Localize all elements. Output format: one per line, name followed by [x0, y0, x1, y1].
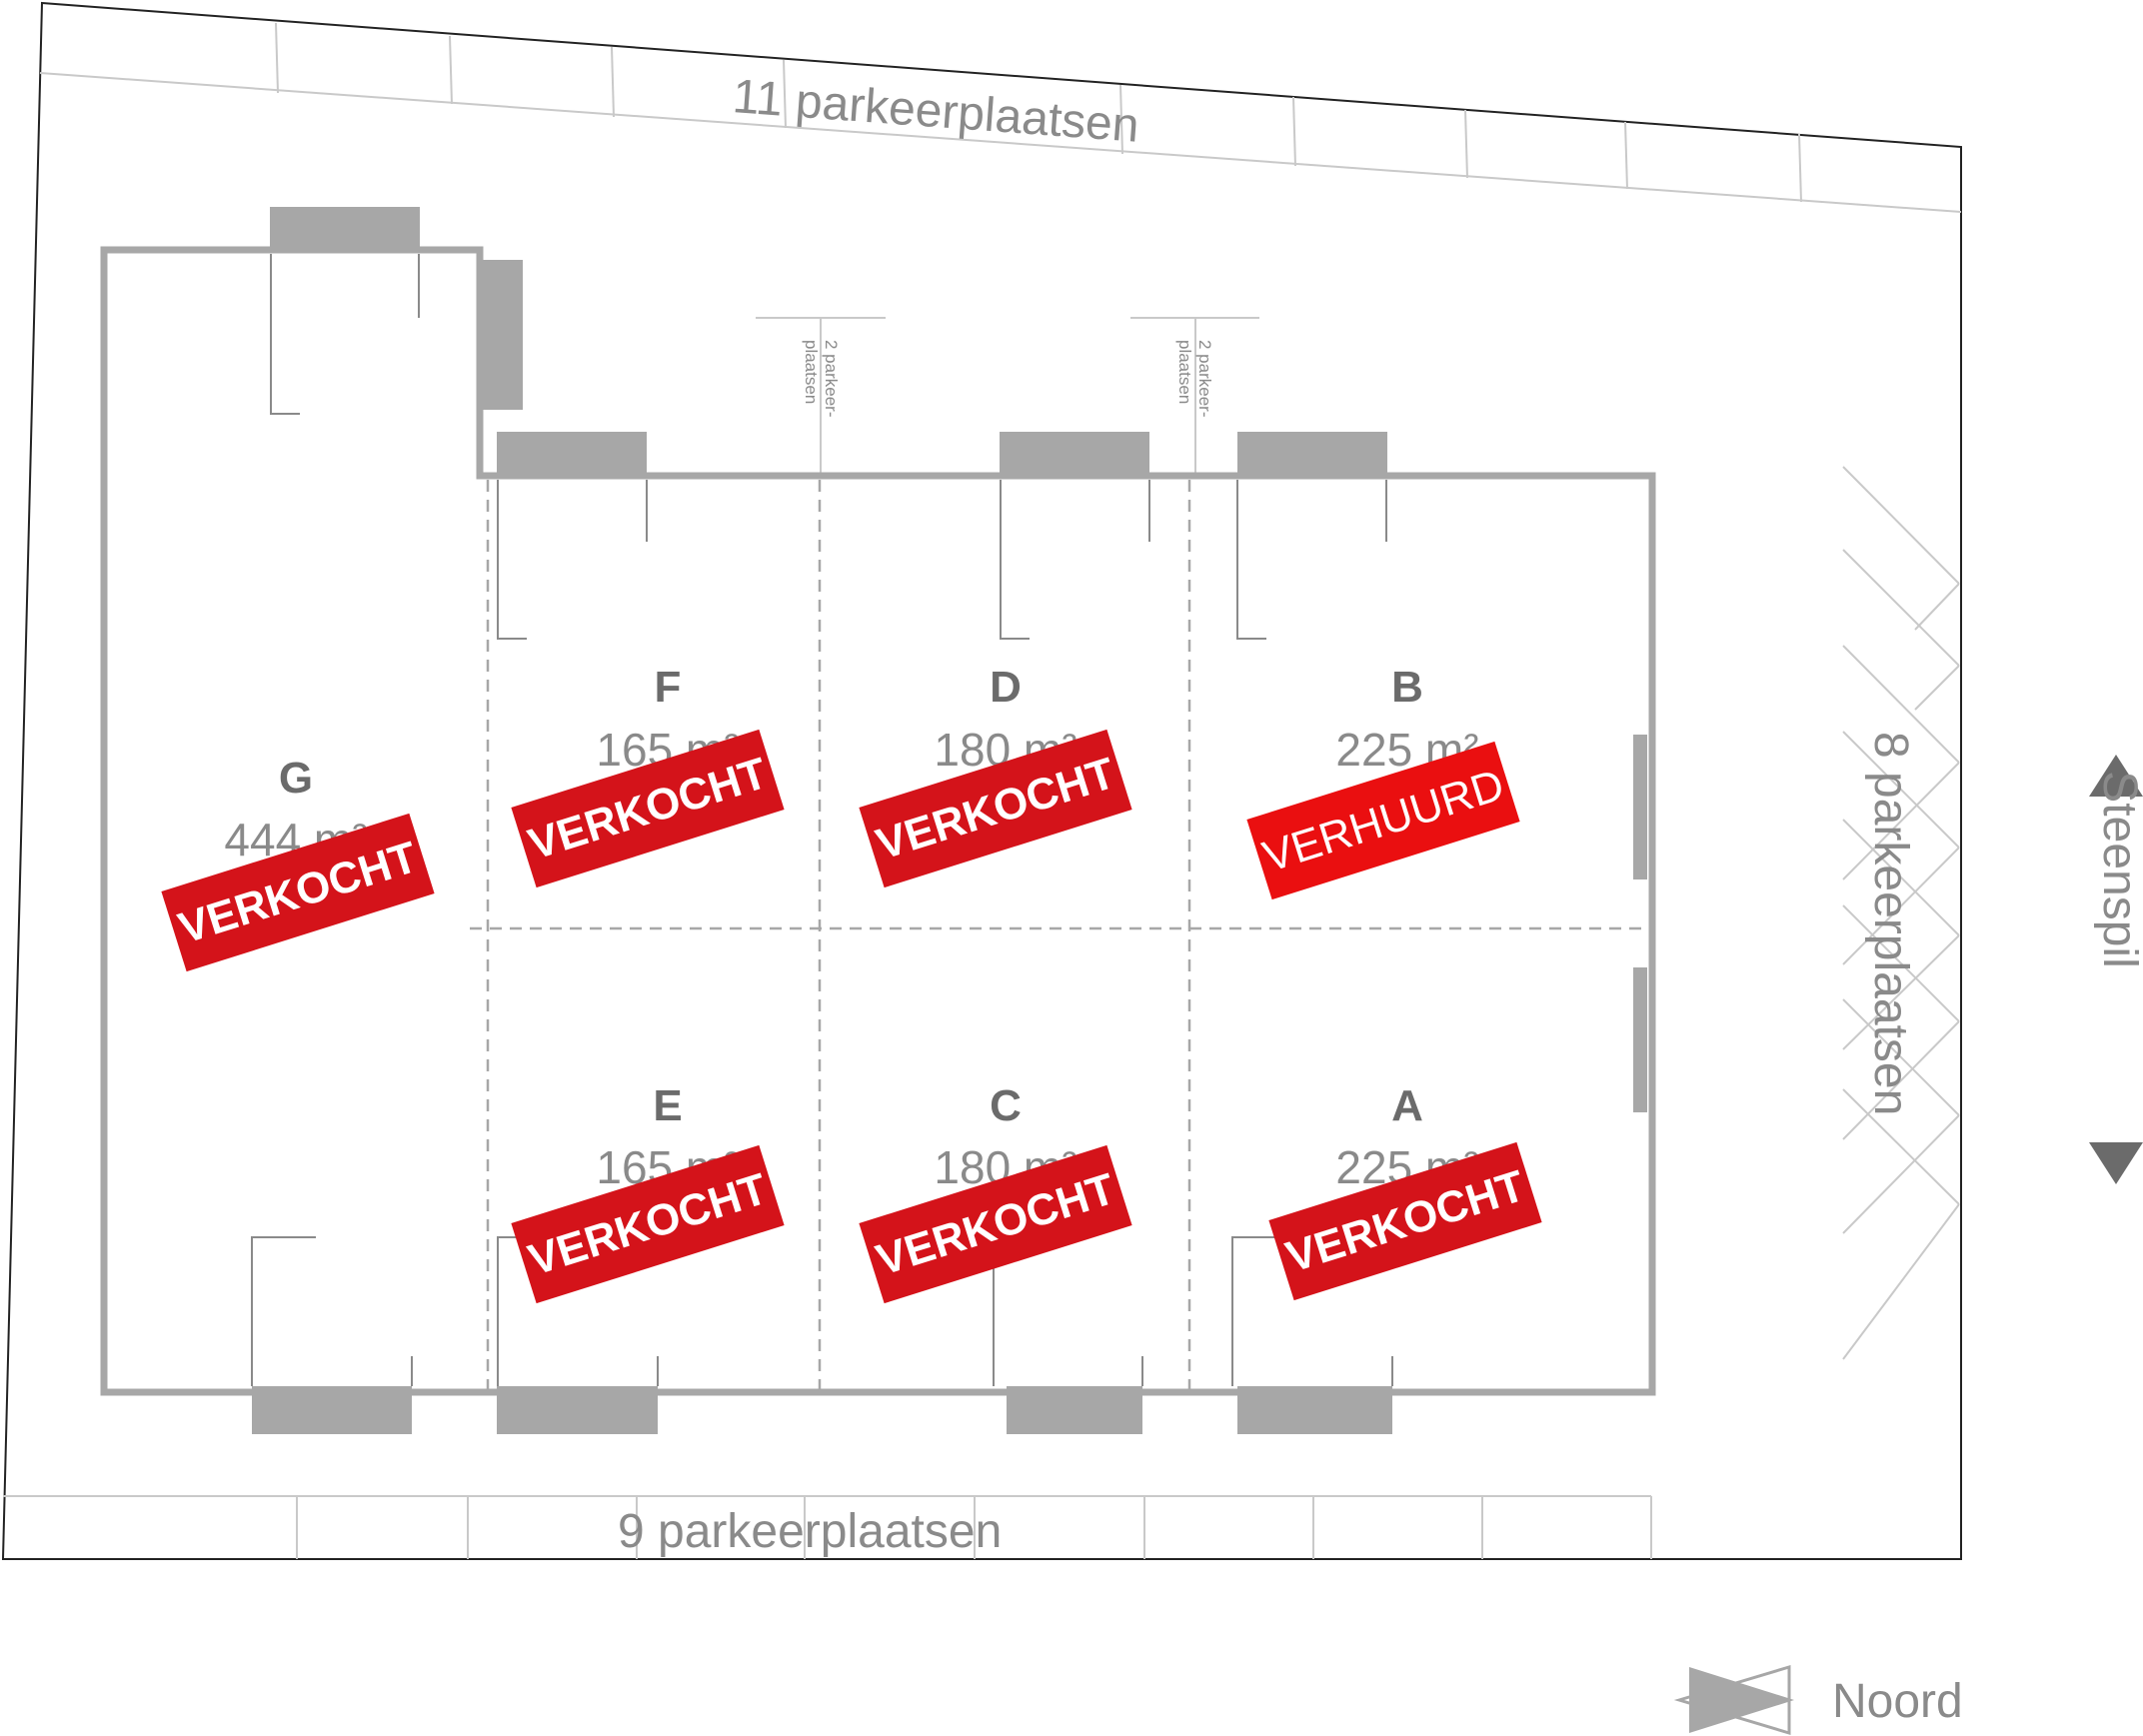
unit-b-letter: B — [1391, 663, 1423, 712]
unit-a[interactable]: A 225 m² VERKOCHT — [1268, 1081, 1542, 1301]
unit-c-letter: C — [990, 1081, 1022, 1130]
parking-bottom-label: 9 parkeerplaatsen — [618, 1505, 1002, 1558]
parking-strip-bottom — [3, 1495, 1652, 1559]
door-f-top — [497, 432, 647, 477]
door-d-top — [1000, 432, 1149, 477]
unit-b-stamp-bg — [1246, 741, 1520, 900]
arrow-down-icon — [2089, 1142, 2143, 1184]
doors — [252, 207, 1647, 1434]
unit-g-stamp-bg — [161, 813, 435, 972]
door-b-side — [1633, 735, 1647, 879]
unit-b[interactable]: B 225 m² VERHUURD — [1246, 663, 1520, 900]
compass: Noord — [1673, 1664, 1963, 1736]
door-a-bottom — [1237, 1386, 1392, 1434]
arrow-up-icon — [2089, 755, 2143, 797]
parking-strip-right — [1842, 466, 1960, 1360]
gap-parking-label-1: 2 parkeer- plaatsen — [802, 340, 841, 422]
door-b-top — [1237, 432, 1387, 477]
unit-e[interactable]: E 165 m² VERKOCHT — [511, 1081, 785, 1304]
door-g-top — [270, 207, 420, 252]
compass-north-icon — [1689, 1667, 1794, 1733]
unit-e-letter: E — [653, 1081, 682, 1130]
door-brackets — [251, 254, 1393, 1386]
unit-d-letter: D — [990, 663, 1022, 712]
parking-right-label: 8 parkeerplaatsen — [1864, 732, 1917, 1115]
gap-parking-label-1-line1: 2 parkeer- — [822, 340, 841, 417]
unit-c[interactable]: C 180 m² VERKOCHT — [859, 1081, 1132, 1304]
street-label: Steenspil — [2093, 771, 2143, 967]
unit-a-letter: A — [1391, 1081, 1423, 1130]
unit-c-stamp-bg — [859, 1144, 1132, 1304]
compass-label: Noord — [1832, 1675, 1963, 1728]
parking-strip-top — [39, 22, 1962, 213]
unit-partitions — [470, 480, 1649, 1389]
gap-parking-label-2-line2: plaatsen — [1175, 340, 1194, 404]
gap-parking-2 — [1130, 317, 1259, 475]
door-c-bottom — [1007, 1386, 1142, 1434]
unit-d-stamp-bg — [859, 729, 1132, 888]
unit-g[interactable]: G 444 m² VERKOCHT — [161, 754, 435, 972]
unit-f-letter: F — [655, 663, 682, 712]
gap-parking-label-2: 2 parkeer- plaatsen — [1175, 340, 1214, 422]
gap-parking-1 — [756, 317, 886, 475]
gap-parking-label-1-line2: plaatsen — [802, 340, 821, 404]
unit-f-stamp-bg — [511, 729, 785, 888]
parking-top-label: 11 parkeerplaatsen — [731, 70, 1140, 153]
door-g-side — [478, 260, 523, 410]
unit-a-stamp-bg — [1268, 1141, 1542, 1301]
unit-f[interactable]: F 165 m² VERKOCHT — [511, 663, 785, 888]
unit-d[interactable]: D 180 m² VERKOCHT — [859, 663, 1132, 888]
building-outline — [100, 246, 1656, 1396]
door-g-bottom — [252, 1386, 412, 1434]
unit-e-stamp-bg — [511, 1144, 785, 1304]
gap-parking-label-2-line1: 2 parkeer- — [1195, 340, 1214, 417]
unit-g-letter: G — [279, 754, 313, 803]
door-a-side — [1633, 967, 1647, 1112]
site-boundary — [1, 1, 1962, 1560]
door-e-bottom — [497, 1386, 658, 1434]
